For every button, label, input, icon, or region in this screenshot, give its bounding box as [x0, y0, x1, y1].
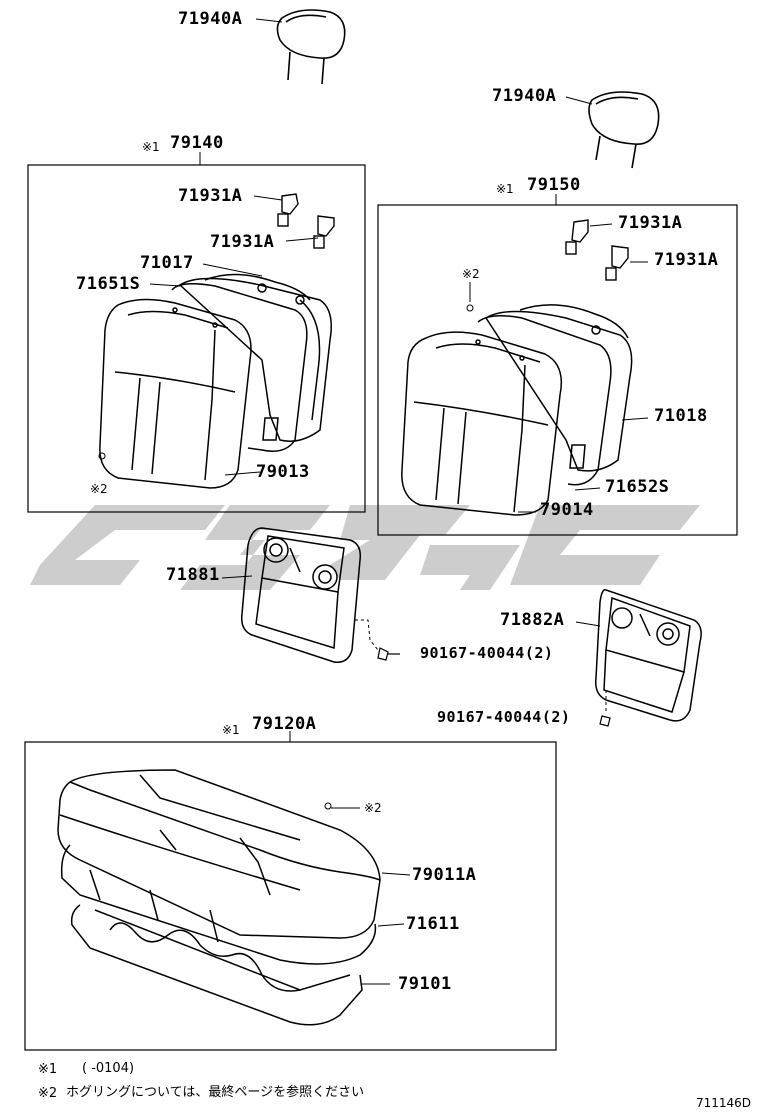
cushion-pad[interactable]	[60, 844, 377, 965]
label-seatback-left-mark: ※1	[142, 140, 160, 154]
label-cushion-pad: 71611	[406, 914, 460, 934]
label-hook-left-bottom: 71931A	[210, 232, 275, 252]
figure-id: 711146D	[696, 1096, 752, 1110]
label-screw-right: 90167-40044(2)	[437, 708, 571, 726]
label-ring-left-mark: ※2	[90, 482, 108, 496]
seatback-left-box	[27, 164, 366, 513]
label-headrest-left: 71940A	[178, 9, 243, 29]
seatback-left-assembly[interactable]	[99, 273, 332, 489]
label-hook-right-top: 71931A	[618, 213, 683, 233]
hook-right-bottom[interactable]	[605, 245, 629, 281]
label-ring-right-mark: ※2	[462, 267, 480, 281]
label-pad-left: 71651S	[76, 274, 141, 294]
label-seatback-left: 79140	[170, 133, 224, 153]
seatback-right-assembly[interactable]	[401, 304, 633, 516]
note1-mark: ※1	[38, 1062, 58, 1077]
label-frame-right: 71018	[654, 406, 708, 426]
note2-mark: ※2	[38, 1086, 58, 1101]
hook-right-top[interactable]	[565, 219, 589, 255]
hog-ring-left[interactable]	[98, 452, 106, 460]
panel-left[interactable]	[240, 527, 362, 663]
note2-text: ホグリングについては、最終ページを参照ください	[66, 1085, 365, 1100]
hog-ring-cushion[interactable]	[324, 802, 332, 810]
label-pad-right: 71652S	[605, 477, 670, 497]
seatback-right-box	[377, 204, 738, 536]
headrest-right[interactable]	[588, 91, 660, 169]
label-frame-left: 71017	[140, 253, 194, 273]
hook-left-bottom[interactable]	[313, 215, 335, 249]
panel-right[interactable]	[594, 589, 702, 722]
watermark-logo	[30, 505, 700, 590]
label-cushion-cover: 79011A	[412, 865, 477, 885]
screw-left[interactable]	[377, 647, 400, 661]
note1-text: ( -0104)	[82, 1061, 135, 1076]
screw-right[interactable]	[599, 715, 611, 727]
cushion-frame[interactable]	[70, 904, 363, 1026]
label-cushion-frame: 79101	[398, 974, 452, 994]
label-cushion-mark: ※1	[222, 723, 240, 737]
label-panel-right: 71882A	[500, 610, 565, 630]
label-screw-left: 90167-40044(2)	[420, 644, 554, 662]
headrest-left[interactable]	[276, 9, 346, 85]
hog-ring-right[interactable]	[466, 304, 474, 312]
label-seatback-right: 79150	[527, 175, 581, 195]
label-hook-left-top: 71931A	[178, 186, 243, 206]
label-headrest-right: 71940A	[492, 86, 557, 106]
label-ring-cushion-mark: ※2	[364, 801, 382, 815]
cushion-box	[24, 741, 557, 1051]
hook-left-top[interactable]	[277, 193, 299, 227]
label-seatback-right-mark: ※1	[496, 182, 514, 196]
label-panel-left: 71881	[166, 565, 220, 585]
label-cushion: 79120A	[252, 714, 317, 734]
label-cover-left: 79013	[256, 462, 310, 482]
cushion-cover[interactable]	[57, 769, 381, 939]
label-hook-right-bottom: 71931A	[654, 250, 719, 270]
label-cover-right: 79014	[540, 500, 594, 520]
